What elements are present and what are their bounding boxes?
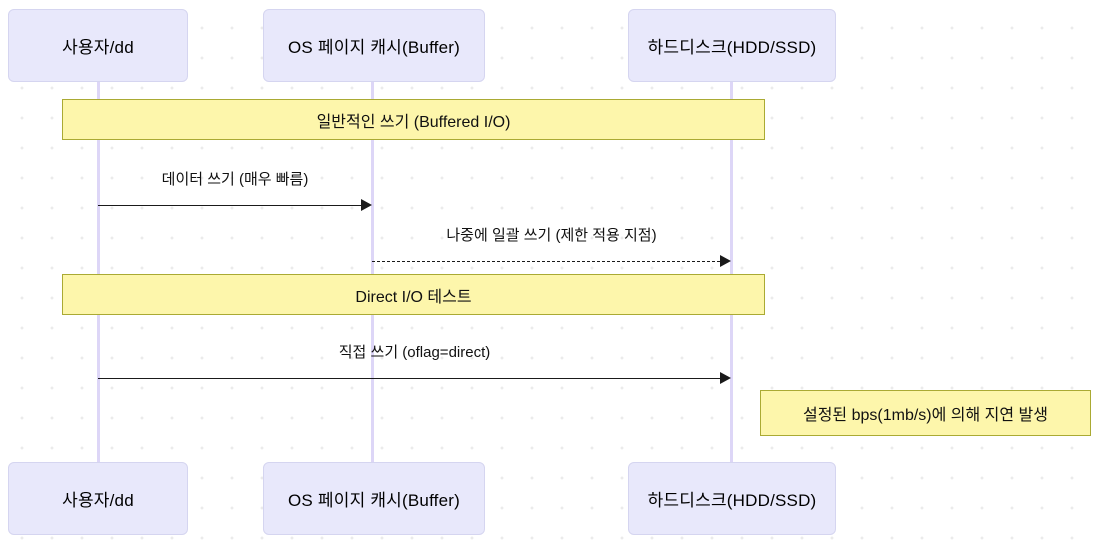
participant-top-user[interactable]: 사용자/dd xyxy=(8,9,188,82)
message-line xyxy=(98,378,720,379)
section-bar-label: Direct I/O 테스트 xyxy=(355,288,472,306)
participant-label: OS 페이지 캐시(Buffer) xyxy=(288,38,460,57)
message-line xyxy=(98,205,361,206)
message-arrowhead-icon xyxy=(720,255,731,267)
participant-bottom-user[interactable]: 사용자/dd xyxy=(8,462,188,535)
participant-bottom-pagecache[interactable]: OS 페이지 캐시(Buffer) xyxy=(263,462,485,535)
message-line xyxy=(372,261,720,262)
lifeline-pagecache xyxy=(371,82,374,463)
participant-label: 사용자/dd xyxy=(62,491,134,510)
note-bps-delay: 설정된 bps(1mb/s)에 의해 지연 발생 xyxy=(760,390,1091,436)
message-arrowhead-icon xyxy=(720,372,731,384)
participant-label: 하드디스크(HDD/SSD) xyxy=(647,38,817,57)
participant-label: 사용자/dd xyxy=(62,38,134,57)
participant-bottom-disk[interactable]: 하드디스크(HDD/SSD) xyxy=(628,462,836,535)
message-write-data: 데이터 쓰기 (매우 빠름) xyxy=(98,168,372,211)
participant-top-disk[interactable]: 하드디스크(HDD/SSD) xyxy=(628,9,836,82)
section-bar-label: 일반적인 쓰기 (Buffered I/O) xyxy=(316,113,511,131)
message-label: 데이터 쓰기 (매우 빠름) xyxy=(161,171,309,188)
note-label: 설정된 bps(1mb/s)에 의해 지연 발생 xyxy=(802,407,1048,424)
message-batch-flush: 나중에 일괄 쓰기 (제한 적용 지점) xyxy=(372,224,731,267)
section-bar-direct-io: Direct I/O 테스트 xyxy=(62,274,765,315)
lifeline-disk xyxy=(730,82,733,463)
participant-label: 하드디스크(HDD/SSD) xyxy=(647,491,817,510)
lifeline-user xyxy=(97,82,100,463)
section-bar-buffered-io: 일반적인 쓰기 (Buffered I/O) xyxy=(62,99,765,140)
message-direct-write: 직접 쓰기 (oflag=direct) xyxy=(98,341,731,384)
message-arrowhead-icon xyxy=(361,199,372,211)
message-label: 나중에 일괄 쓰기 (제한 적용 지점) xyxy=(446,227,657,244)
message-label: 직접 쓰기 (oflag=direct) xyxy=(338,344,491,361)
participant-label: OS 페이지 캐시(Buffer) xyxy=(288,491,460,510)
participant-top-pagecache[interactable]: OS 페이지 캐시(Buffer) xyxy=(263,9,485,82)
